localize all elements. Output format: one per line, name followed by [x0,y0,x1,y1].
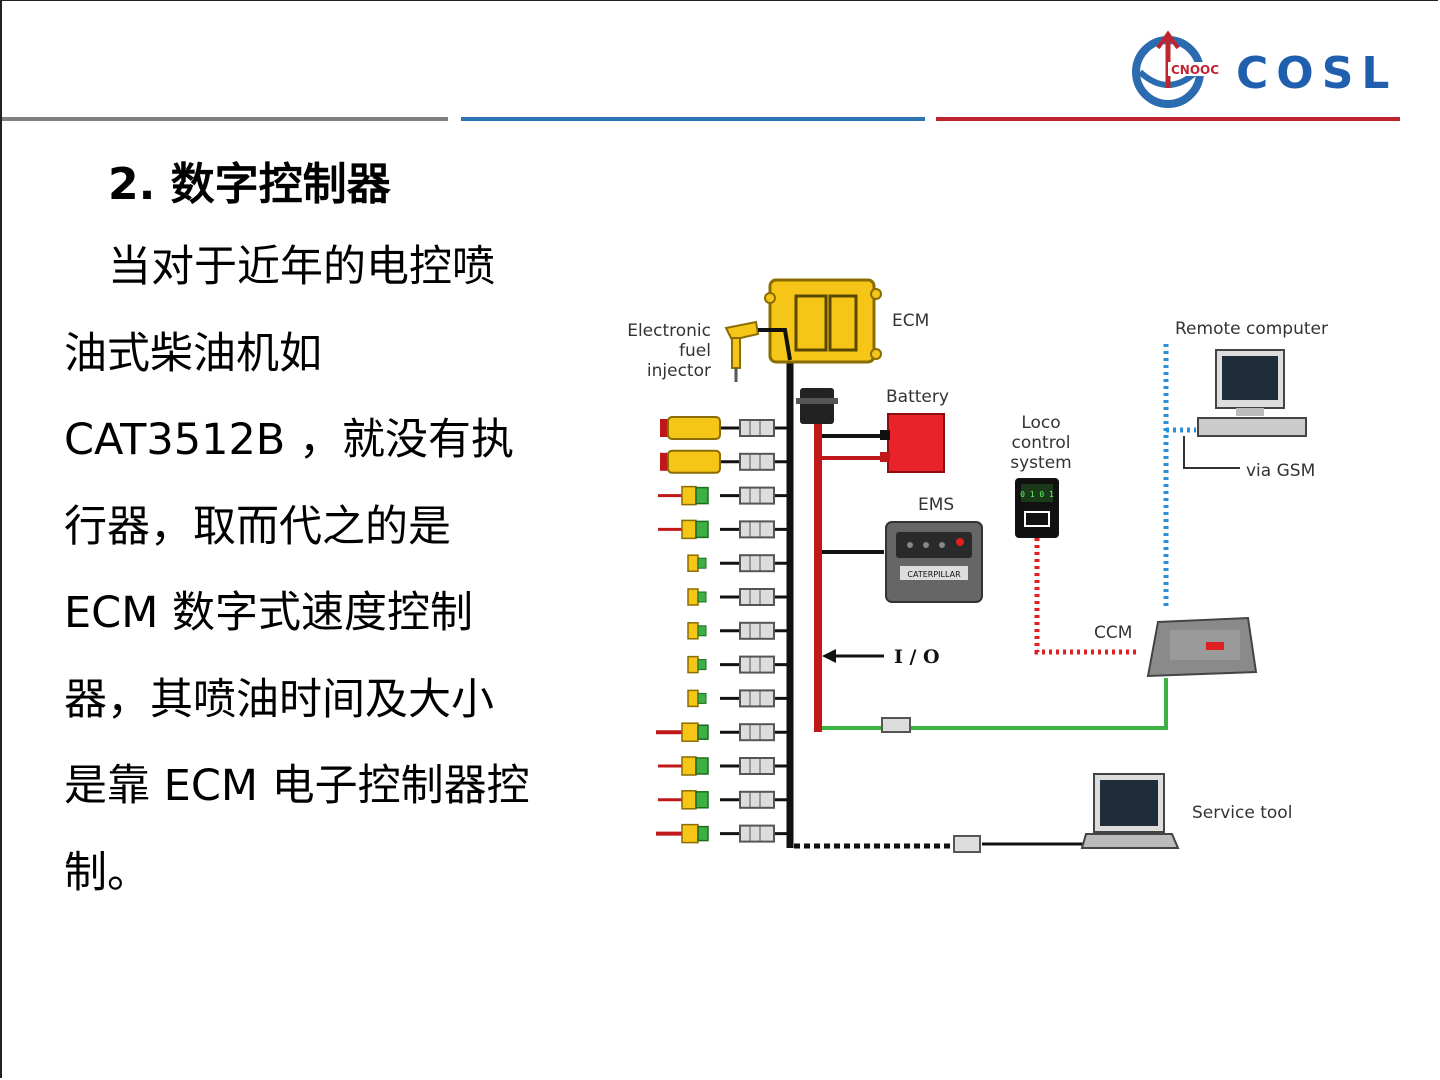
loco-control-unit: 0 1 0 1 [1015,478,1059,538]
logo-text: COSL [1236,48,1397,99]
injector-label-line1: Electronic [627,321,711,341]
gsm-label: via GSM [1246,461,1315,481]
loco-label-line2: control [1012,433,1071,453]
io-label: I / O [894,646,940,668]
injector-label-line2: fuel [679,341,711,361]
sensor [687,655,788,674]
sensor [687,621,788,640]
sensor [656,722,788,742]
ecm-label: ECM [892,311,929,331]
sensor [658,756,788,776]
ems-display: CATERPILLAR [885,521,983,603]
loco-label-line3: system [1010,453,1071,473]
service-tool-laptop [1080,773,1180,849]
ecm-unit [764,278,882,364]
body-line: 行器，取而代之的是 [64,501,451,552]
body-line: 器，其喷油时间及大小 [64,674,494,725]
svg-text:0 1 0 1: 0 1 0 1 [1020,490,1054,499]
body-line: 是靠 ECM 电子控制器控 [64,761,530,811]
body-line: 制。 [64,847,150,898]
sensor [687,588,788,606]
ccm-ecm-link [822,678,1168,730]
slide-title: 2. 数字控制器 [108,159,391,210]
body-line: 当对于近年的电控喷 [108,242,495,292]
green-link-connector [881,717,911,733]
remote-computer [1197,349,1307,437]
emblem-text: CNOOC [1171,63,1219,77]
ems-brand: CATERPILLAR [907,570,961,579]
sensor-group [656,416,788,844]
header-line-red [936,117,1400,121]
body-line: CAT3512B ，就没有执 [64,415,514,465]
sensor [660,416,788,440]
sensor [687,554,788,573]
ecm-system-diagram: ECM Electronic fuel injector Battery CAT… [627,278,1328,853]
sensor [658,485,788,506]
injector-label-line3: injector [647,361,711,381]
battery [880,413,945,473]
battery-label: Battery [886,387,949,407]
service-link-connector [953,835,981,853]
gsm-link [1183,436,1240,469]
ccm-unit [1146,616,1258,678]
cosl-logo: CNOOC COSL [1132,30,1397,108]
cnooc-emblem-icon: CNOOC [1132,30,1220,108]
io-arrow-icon [822,649,884,663]
header-line-blue [461,117,925,121]
service-tool-label: Service tool [1192,803,1292,823]
remote-computer-label: Remote computer [1175,319,1328,339]
body-paragraph: 当对于近年的电控喷 油式柴油机如 CAT3512B ，就没有执 行器，取而代之的… [64,224,584,916]
sensor [687,689,788,708]
loco-ccm-link [1034,538,1136,655]
sensor [656,823,788,844]
sensor [660,449,788,474]
body-line: 油式柴油机如 [64,328,322,379]
ccm-label: CCM [1094,623,1132,643]
loco-label-line1: Loco [1021,413,1060,433]
header-line-gray [2,117,448,121]
fuel-injector [724,320,792,382]
body-line: ECM 数字式速度控制 [64,588,473,638]
sensor [658,790,788,810]
ems-label: EMS [918,495,954,515]
sensor [658,519,788,540]
harness-connector [796,388,838,424]
